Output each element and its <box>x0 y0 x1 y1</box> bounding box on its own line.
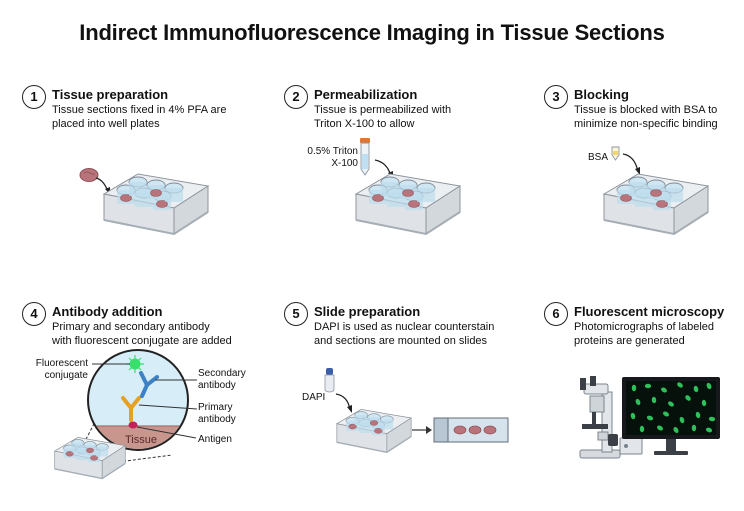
dapi-bottle-icon <box>324 368 352 413</box>
fluorescent-cell <box>705 427 713 433</box>
primary-antibody-label: Primary antibody <box>198 402 236 425</box>
step-title: Tissue preparation <box>52 87 169 102</box>
step-description: Tissue is blocked with BSA to minimize n… <box>574 104 718 130</box>
fluorescent-cell <box>677 382 683 388</box>
step-title: Slide preparation <box>314 304 421 319</box>
fluorescent-cell <box>663 411 669 417</box>
step-title: Blocking <box>574 87 629 102</box>
fluorescent-cell <box>708 416 716 422</box>
fluorescent-cell <box>635 398 641 406</box>
fluorescent-cell <box>695 411 701 419</box>
fluorescent-cell <box>679 416 685 424</box>
secondary-antibody-label: Secondary antibody <box>198 368 246 391</box>
step-title: Fluorescent microscopy <box>574 304 725 319</box>
fluorescent-cell <box>651 396 657 404</box>
page-title: Indirect Immunofluorescence Imaging in T… <box>79 20 665 45</box>
step-number: 5 <box>284 302 308 326</box>
fluorescent-cell <box>668 401 674 407</box>
step-5: 5 Slide preparation DAPI is used as nucl… <box>284 302 524 362</box>
microscope-setup-illustration <box>579 376 720 459</box>
step-title: Permeabilization <box>314 87 418 102</box>
fluorescent-cell <box>639 425 645 433</box>
well-plate-5 <box>335 409 413 454</box>
step-description: Photomicrographs of labeled proteins are… <box>574 321 715 347</box>
fluorescent-cell <box>631 384 637 392</box>
fluorescent-cell <box>706 382 712 390</box>
step-3: 3 Blocking Tissue is blocked with BSA to… <box>544 85 744 145</box>
fluorescent-cell <box>691 424 697 432</box>
fluorescent-cell <box>661 387 667 393</box>
step-description: DAPI is used as nuclear counterstain and… <box>314 321 495 347</box>
step-1: 1 Tissue preparation Tissue sections fix… <box>22 85 252 145</box>
step-2: 2 Permeabilization Tissue is permeabiliz… <box>284 85 514 145</box>
antigen-label: Antigen <box>198 434 232 445</box>
well-plate-4 <box>53 437 127 480</box>
fluorescent-conjugate-label: Fluorescent conjugate <box>35 358 88 381</box>
fluorescent-cell <box>701 399 707 407</box>
step-number: 2 <box>284 85 308 109</box>
bsa-tube-icon <box>611 146 640 175</box>
well-plate-2 <box>354 173 462 236</box>
step-number: 4 <box>22 302 46 326</box>
step-description: Primary and secondary antibody with fluo… <box>52 321 232 347</box>
triton-label: 0.5% Triton X-100 <box>307 146 358 169</box>
fluorescent-cell <box>693 385 699 393</box>
step-4: 4 Antibody addition Primary and secondar… <box>22 302 282 362</box>
fluorescent-cell <box>644 383 652 389</box>
well-plate-1 <box>102 173 210 236</box>
step-6: 6 Fluorescent microscopy Photomicrograph… <box>544 302 744 362</box>
fluorescent-cell <box>646 415 654 421</box>
step-number: 1 <box>22 85 46 109</box>
fluorescent-cell <box>673 427 679 433</box>
step-number: 6 <box>544 302 568 326</box>
dapi-label: DAPI <box>302 392 326 403</box>
step-number: 3 <box>544 85 568 109</box>
well-plate-3 <box>602 173 710 236</box>
step-description: Tissue is permeabilized with Triton X-10… <box>314 104 452 130</box>
step-title: Antibody addition <box>52 304 163 319</box>
fluorescent-cell <box>685 395 691 401</box>
fluorescent-cell <box>657 425 663 431</box>
step-description: Tissue sections fixed in 4% PFA are plac… <box>52 104 227 130</box>
tissue-label: Tissue <box>125 434 157 446</box>
bsa-label: BSA <box>588 152 609 163</box>
slide-illustration <box>412 417 509 443</box>
fluorescent-cell <box>630 412 636 420</box>
